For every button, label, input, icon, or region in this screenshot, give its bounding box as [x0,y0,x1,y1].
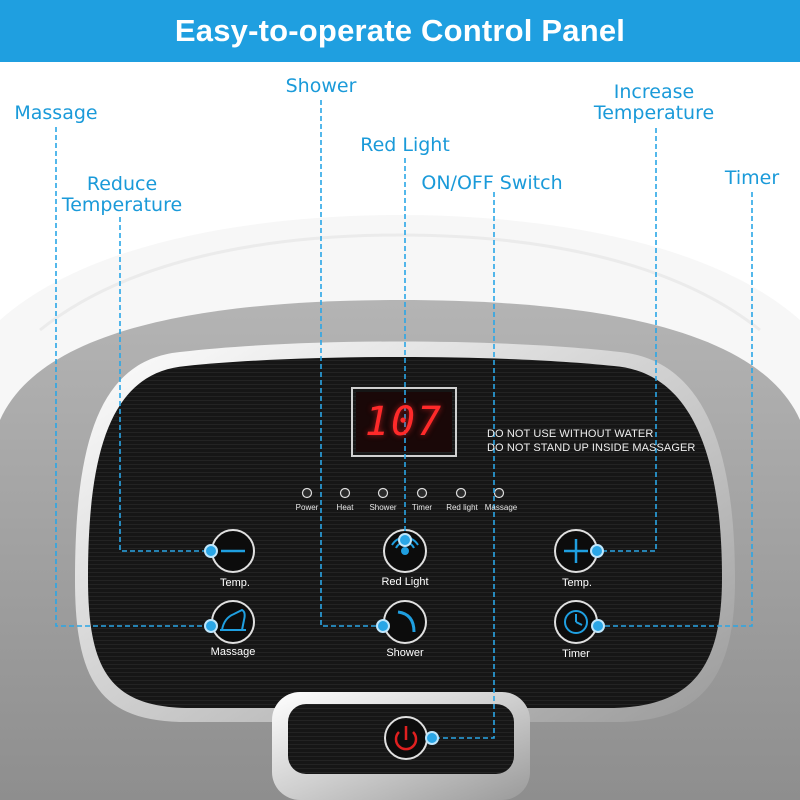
red-light-label: Red Light [381,576,429,588]
red-light-button[interactable] [383,529,427,573]
leader-reduce-temp [119,217,211,552]
indicator-heat-label: Heat [336,503,354,512]
shower-button[interactable] [383,600,427,644]
indicator-red-light-dot [455,487,467,499]
callout-red-light: Red Light [360,134,450,156]
led-display-value: 107 [364,399,444,445]
leader-timer [598,192,753,627]
indicator-shower-label: Shower [369,503,397,512]
massage-button[interactable] [211,600,255,644]
timer-label: Timer [562,648,590,660]
indicator-massage-label: Massage [484,503,518,512]
callout-increase-temperature-line1: Increase [613,81,695,103]
plus-icon [564,539,588,563]
callout-timer: Timer [724,167,780,189]
temp-down-label: Temp. [220,577,250,589]
massage-label: Massage [210,646,256,658]
led-display-frame [351,387,457,457]
temp-down-button[interactable] [211,529,255,573]
indicator-massage-dot [493,487,505,499]
callout-shower: Shower [285,75,357,97]
leader-massage [55,127,211,627]
indicator-timer-label: Timer [411,503,433,512]
callout-increase-temperature-line2: Temperature [593,102,715,124]
power-button[interactable] [384,716,428,760]
indicator-red-light-label: Red light [446,503,478,512]
warning-no-standing: DO NOT STAND UP INSIDE MASSAGER [487,442,696,454]
indicator-power-label: Power [295,503,319,512]
warning-no-water: DO NOT USE WITHOUT WATER [487,428,654,440]
callout-reduce-temperature-line1: Reduce [86,173,158,195]
leader-on-off [432,192,495,739]
power-icon [394,726,418,751]
indicator-heat-dot [339,487,351,499]
spa-rim-highlight [39,233,761,332]
callout-on-off-switch: ON/OFF Switch [421,172,563,194]
leader-lines [55,100,753,739]
shower-wave-icon [397,610,416,633]
leader-endpoints [204,533,605,745]
timer-button[interactable] [554,600,598,644]
indicator-timer-dot [416,487,428,499]
indicator-shower-dot [377,487,389,499]
leader-increase-temp [597,128,657,552]
temp-up-button[interactable] [554,529,598,573]
temp-up-label: Temp. [562,577,592,589]
massage-foot-icon [220,608,246,631]
title-banner: Easy-to-operate Control Panel [0,0,800,62]
shower-label: Shower [386,647,424,659]
callout-massage: Massage [14,102,98,124]
led-display-screen [356,392,452,452]
clock-icon [564,610,588,634]
banner-title: Easy-to-operate Control Panel [174,13,626,48]
callout-reduce-temperature-line2: Temperature [61,194,183,216]
indicator-power-dot [301,487,313,499]
